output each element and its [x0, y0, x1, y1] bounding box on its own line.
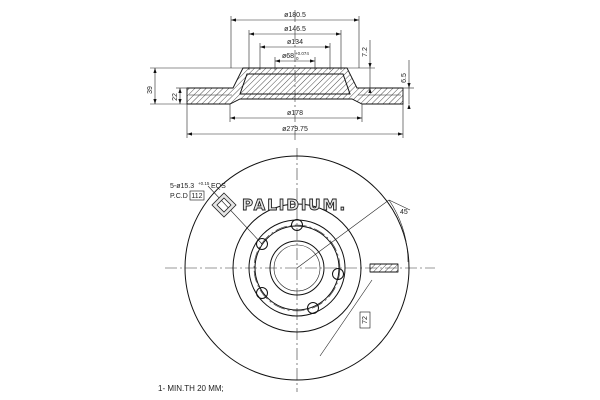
friction-slot [369, 263, 399, 273]
dim-h-total: 39 [147, 86, 154, 94]
brand-mark-icon [211, 192, 237, 218]
bolt-spec-tol: +0.15 [198, 181, 210, 186]
dim-d-hat-top: ø180.5 [284, 12, 306, 19]
angle-arc [388, 199, 409, 263]
slot-length-label: 72 [362, 316, 369, 324]
dim-arrows [153, 18, 411, 136]
brand-name: PALIDIUM. [242, 196, 347, 214]
bolt-holes [256, 219, 344, 314]
dim-d-friction: ø178 [287, 110, 303, 117]
bolt-spec-leader [207, 185, 263, 245]
pcd-label: P.C.D [170, 193, 188, 200]
pcd-value: 112 [191, 193, 202, 200]
brand-logo: PALIDIUM. [211, 192, 347, 218]
hat-inner-face [239, 73, 351, 95]
dim-h-thickness: 6.5 [401, 73, 408, 83]
front-view: 45 72 5-ø15.3 +0.15 EQS P.C.D 112 [165, 148, 435, 392]
disc-outer-circle [184, 155, 410, 381]
dim-h-offset: 22 [172, 93, 179, 101]
dim-h-hat: 7.2 [362, 47, 369, 57]
bolt-hole [307, 302, 319, 314]
thickness-note: 1- MIN.TH 20 MM; [158, 384, 224, 393]
slot-leader [319, 279, 373, 357]
section-view: ø180.5 ø146.5 ø134 ø68 +0.074 0 ø178 ø27… [147, 10, 414, 140]
dim-d-center-tol-lower: 0 [296, 56, 299, 61]
angle-leader [296, 199, 390, 269]
bolt-hole [256, 238, 268, 250]
pcd-value-box [189, 190, 205, 201]
bolt-spec-suffix: EQS [211, 183, 226, 190]
center-bore-circle [269, 240, 325, 296]
dim-d-hat-mid: ø146.5 [284, 26, 306, 33]
hat-outer-circle [232, 203, 362, 333]
hub-inner-circle [254, 225, 340, 311]
dim-d-center-tol-upper: +0.074 [295, 51, 309, 56]
bolt-spec: 5-ø15.3 [170, 183, 194, 190]
center-bore-chamfer [273, 244, 321, 292]
slot-length-box [359, 311, 371, 329]
dim-d-outer: ø279.75 [282, 126, 308, 133]
dim-d-center: ø68 [282, 53, 294, 60]
bolt-hole [291, 219, 303, 231]
bolt-hole [332, 268, 344, 280]
angle-ext [388, 199, 411, 211]
pcd-circle [253, 224, 341, 312]
angle-label: 45 [400, 209, 408, 216]
dim-d-hat-inner: ø134 [287, 39, 303, 46]
bolt-hole [256, 287, 268, 299]
